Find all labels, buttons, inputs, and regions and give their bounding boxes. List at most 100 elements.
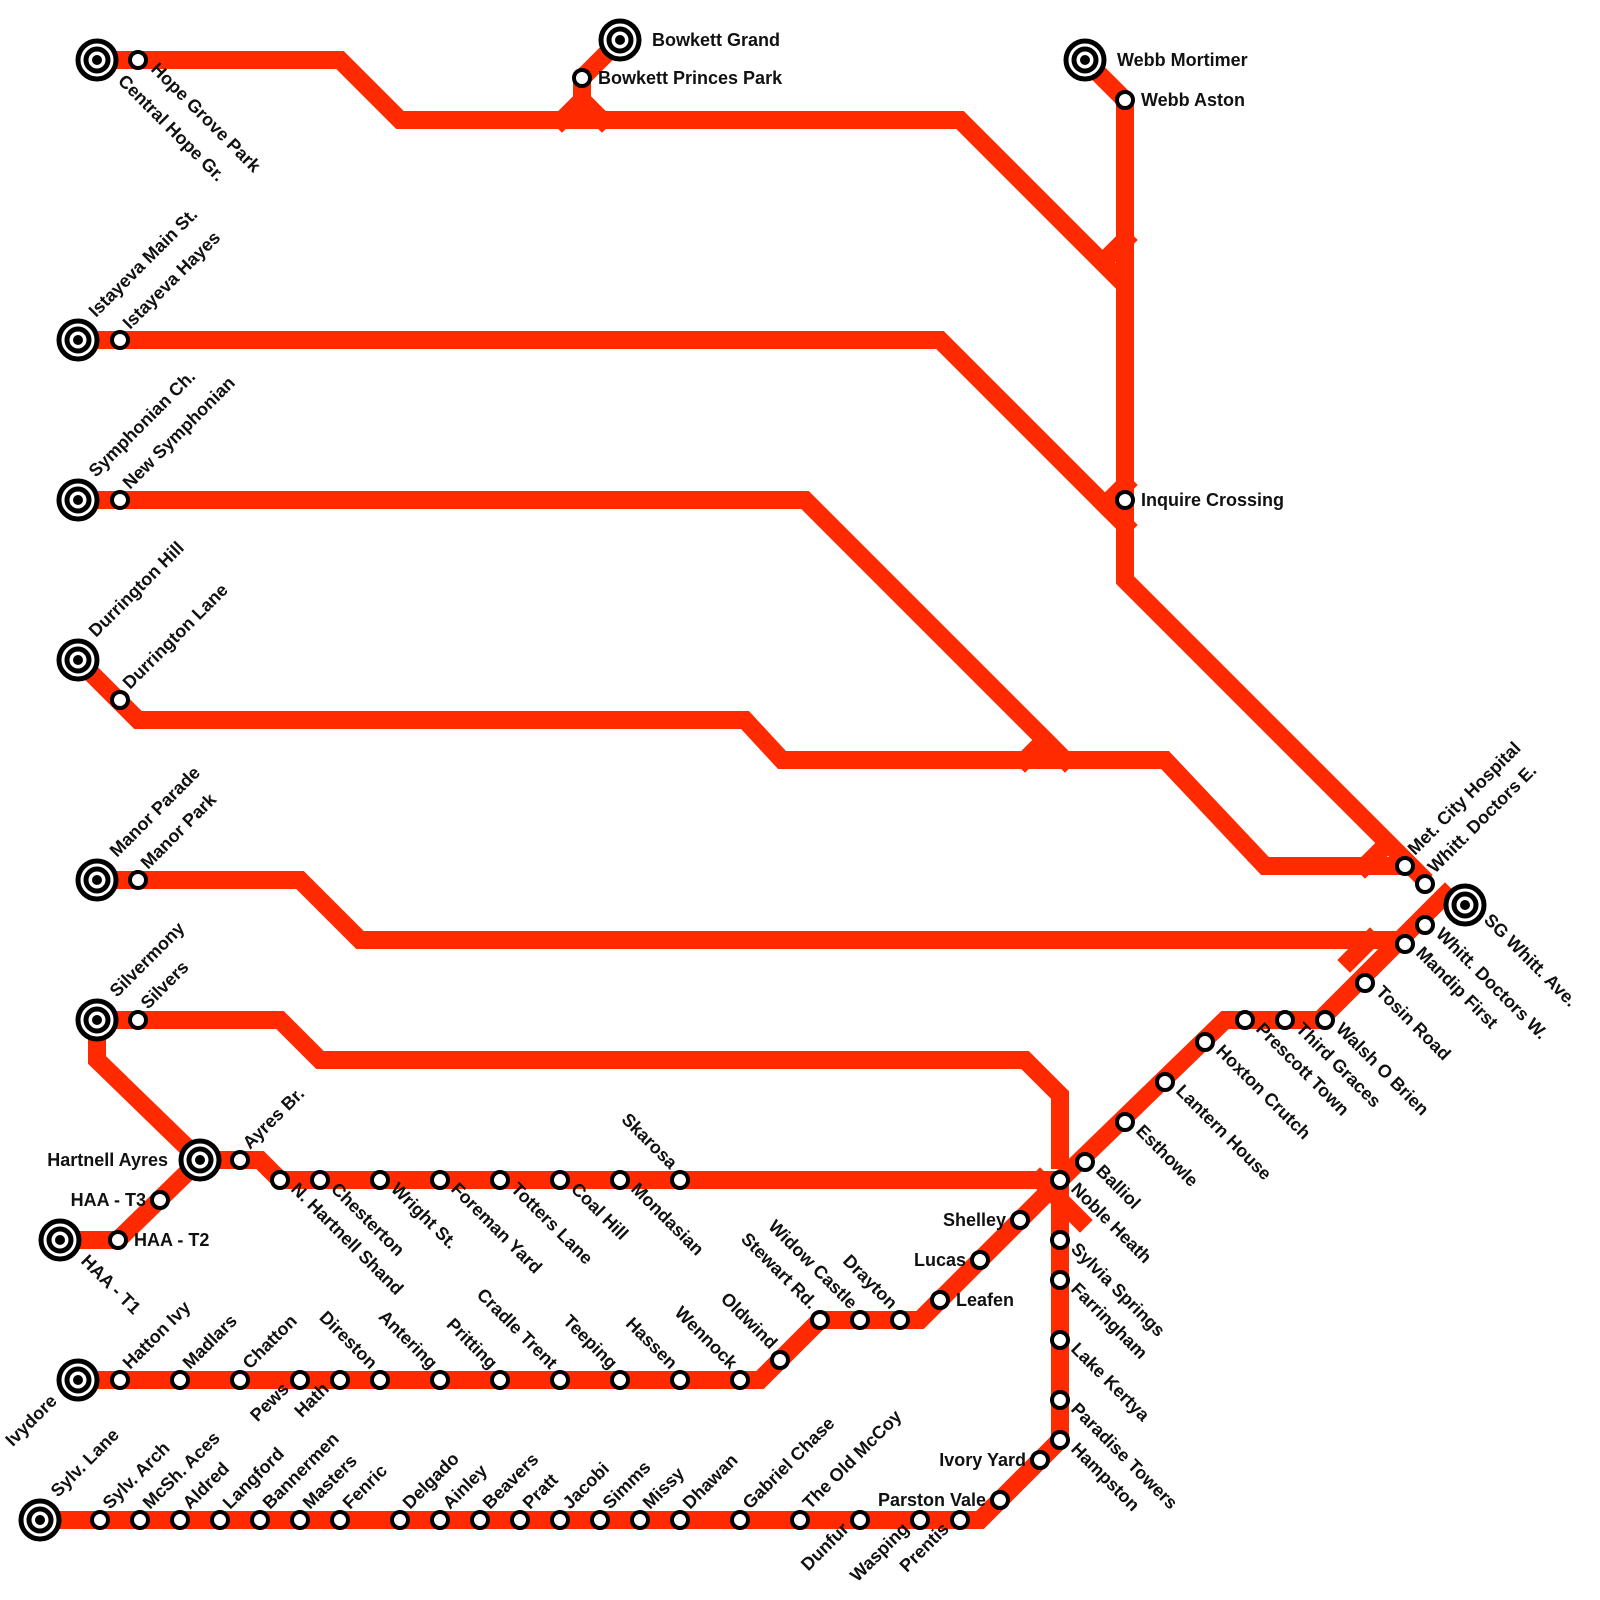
station-bowkett-princes-park[interactable]: Bowkett Princes Park bbox=[572, 68, 783, 88]
station-marker bbox=[572, 68, 592, 88]
station-haa-t2[interactable]: HAA - T2 bbox=[108, 1230, 209, 1250]
station-marker bbox=[110, 490, 130, 510]
terminus-core bbox=[73, 495, 83, 505]
station-label: Hartnell Ayres bbox=[47, 1150, 168, 1170]
station-lucas[interactable]: Lucas bbox=[914, 1250, 990, 1270]
station-marker bbox=[230, 1150, 250, 1170]
station-marker bbox=[610, 1170, 630, 1190]
station-marker bbox=[250, 1510, 270, 1530]
station-marker bbox=[90, 1510, 110, 1530]
station-label: Webb Mortimer bbox=[1117, 50, 1248, 70]
route-symphonian bbox=[69, 491, 1078, 773]
station-marker bbox=[610, 1370, 630, 1390]
station-marker bbox=[1275, 1010, 1295, 1030]
station-marker bbox=[850, 1310, 870, 1330]
station-bowkett-grand[interactable]: Bowkett Grand bbox=[598, 18, 780, 62]
station-marker bbox=[430, 1370, 450, 1390]
station-marker bbox=[430, 1170, 450, 1190]
station-marker bbox=[108, 1230, 128, 1250]
station-marker bbox=[630, 1510, 650, 1530]
route-durrington-east bbox=[1352, 833, 1398, 879]
terminus-core bbox=[35, 1515, 45, 1525]
station-marker bbox=[670, 1370, 690, 1390]
station-label: Teeping bbox=[559, 1311, 621, 1373]
station-marker bbox=[1395, 856, 1415, 876]
route-bowkett-spur bbox=[549, 87, 615, 133]
route-webb bbox=[1072, 47, 1433, 888]
station-marker bbox=[1315, 1010, 1335, 1030]
station-marker bbox=[330, 1510, 350, 1530]
station-ivory-yard[interactable]: Ivory Yard bbox=[939, 1450, 1050, 1470]
station-webb-aston[interactable]: Webb Aston bbox=[1115, 90, 1245, 110]
station-label: Direston bbox=[316, 1307, 382, 1373]
station-leafen[interactable]: Leafen bbox=[930, 1290, 1014, 1310]
station-marker bbox=[390, 1510, 410, 1530]
station-marker bbox=[270, 1170, 290, 1190]
station-durrington-hill[interactable]: Durrington Hill bbox=[56, 538, 188, 682]
route-centre-knot bbox=[1027, 1167, 1093, 1233]
station-marker bbox=[1235, 1010, 1255, 1030]
station-gabriel-chase[interactable]: Gabriel Chase bbox=[730, 1413, 838, 1530]
station-marker bbox=[970, 1250, 990, 1270]
terminus-core bbox=[92, 55, 102, 65]
station-inquire-crossing[interactable]: Inquire Crossing bbox=[1115, 490, 1284, 510]
terminus-core bbox=[195, 1155, 205, 1165]
route-durrington bbox=[65, 647, 1414, 875]
station-marker bbox=[290, 1510, 310, 1530]
station-marker bbox=[1415, 874, 1435, 894]
station-esthowle[interactable]: Esthowle bbox=[1115, 1112, 1202, 1191]
station-marker bbox=[1155, 1072, 1175, 1092]
station-marker bbox=[470, 1510, 490, 1530]
route-istayeva-junction bbox=[1092, 472, 1138, 518]
station-label: Pritting bbox=[443, 1314, 502, 1373]
station-marker bbox=[890, 1310, 910, 1330]
station-marker bbox=[910, 1510, 930, 1530]
station-marker bbox=[1050, 1170, 1070, 1190]
terminus-core bbox=[92, 875, 102, 885]
station-ivydore[interactable]: Ivydore bbox=[1, 1358, 100, 1450]
station-label: Skarosa bbox=[618, 1109, 682, 1173]
station-label: Ayres Br. bbox=[239, 1083, 309, 1153]
station-marker bbox=[310, 1170, 330, 1190]
station-label: Chatton bbox=[239, 1311, 301, 1373]
station-marker bbox=[850, 1510, 870, 1530]
terminus-core bbox=[92, 1015, 102, 1025]
station-haa-t3[interactable]: HAA - T3 bbox=[71, 1190, 170, 1210]
station-label: Antering bbox=[375, 1306, 441, 1372]
station-marker bbox=[170, 1370, 190, 1390]
terminus-core bbox=[73, 655, 83, 665]
station-label: Hassen bbox=[622, 1313, 681, 1372]
station-webb-mortimer[interactable]: Webb Mortimer bbox=[1063, 38, 1248, 82]
station-marker bbox=[130, 1510, 150, 1530]
station-marker bbox=[670, 1170, 690, 1190]
station-marker bbox=[1050, 1230, 1070, 1250]
station-marker bbox=[930, 1290, 950, 1310]
station-ayres-br[interactable]: Ayres Br. bbox=[230, 1083, 309, 1170]
terminus-core bbox=[73, 335, 83, 345]
station-hartnell-ayres[interactable]: Hartnell Ayres bbox=[47, 1138, 222, 1182]
station-marker bbox=[128, 870, 148, 890]
station-label: Inquire Crossing bbox=[1141, 490, 1284, 510]
station-label: Tosin Road bbox=[1372, 982, 1454, 1064]
station-marker bbox=[150, 1190, 170, 1210]
terminus-core bbox=[1460, 900, 1470, 910]
station-label: Bowkett Grand bbox=[652, 30, 780, 50]
route-silvers bbox=[88, 1011, 1069, 1169]
station-marker bbox=[730, 1370, 750, 1390]
station-parston-vale[interactable]: Parston Vale bbox=[878, 1490, 1010, 1510]
route-webb-junction-1 bbox=[1092, 227, 1138, 273]
route-istayeva bbox=[69, 331, 1138, 538]
station-marker bbox=[550, 1510, 570, 1530]
station-shelley[interactable]: Shelley bbox=[943, 1210, 1030, 1230]
route-durrington-junction bbox=[1012, 727, 1058, 773]
station-marker bbox=[730, 1510, 750, 1530]
route-lines bbox=[31, 27, 1458, 1529]
station-label: Bowkett Princes Park bbox=[598, 68, 783, 88]
station-marker bbox=[128, 50, 148, 70]
station-marker bbox=[1050, 1330, 1070, 1350]
station-marker bbox=[1415, 915, 1435, 935]
station-marker bbox=[1030, 1450, 1050, 1470]
station-marker bbox=[330, 1370, 350, 1390]
station-marker bbox=[950, 1510, 970, 1530]
